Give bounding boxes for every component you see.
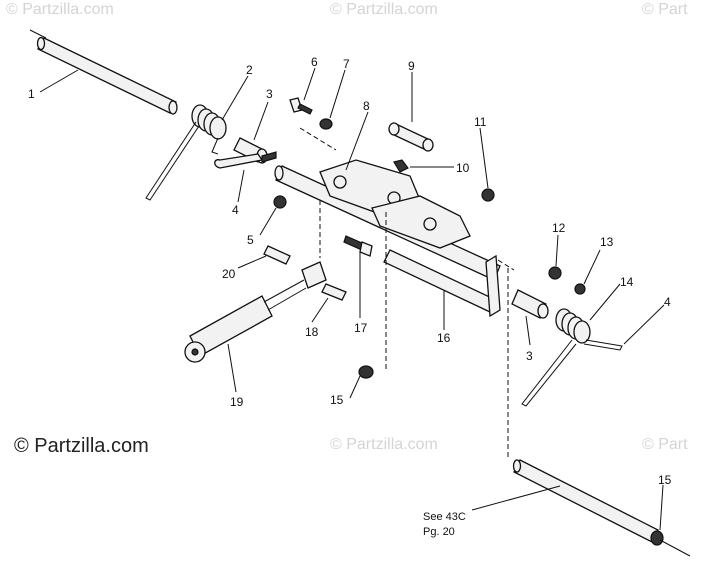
callout-19: 19 xyxy=(230,395,244,409)
callout-20: 20 xyxy=(222,267,236,281)
callout-labels: 1 2 3 4 5 6 7 8 9 10 11 12 13 14 4 3 15 … xyxy=(28,55,672,487)
callout-15: 15 xyxy=(330,393,344,407)
bolt-6 xyxy=(289,97,313,115)
nut-5 xyxy=(273,195,287,209)
washer-15 xyxy=(358,365,374,379)
spacer-18 xyxy=(321,283,347,301)
watermark-mid-center: © Partzilla.com xyxy=(330,436,438,453)
callout-1: 1 xyxy=(28,87,35,101)
callout-4: 4 xyxy=(232,203,239,217)
callout-15-lower: 15 xyxy=(658,473,672,487)
leader-lines xyxy=(39,67,665,531)
callout-3-right: 3 xyxy=(526,349,533,363)
sleeve-9 xyxy=(388,122,434,152)
callout-14: 14 xyxy=(620,275,634,289)
callout-11: 11 xyxy=(474,115,487,129)
callout-17: 17 xyxy=(354,321,368,335)
upper-shaft xyxy=(29,29,178,115)
left-torsion-spring xyxy=(145,104,227,201)
pin-20 xyxy=(263,245,291,265)
callout-18: 18 xyxy=(305,325,319,339)
left-bracket xyxy=(214,151,277,169)
reference-note-line1: See 43C xyxy=(423,511,466,523)
watermark-top-right: © Part xyxy=(642,1,688,18)
callout-8: 8 xyxy=(363,99,370,113)
callout-5: 5 xyxy=(247,233,254,247)
shock-absorber-19 xyxy=(184,261,327,363)
watermark-top-left: © Partzilla.com xyxy=(6,1,114,18)
right-torsion-spring xyxy=(521,308,623,407)
alignment-lines xyxy=(299,127,515,460)
nut-11 xyxy=(481,188,495,202)
callout-16: 16 xyxy=(437,331,451,345)
callout-6: 6 xyxy=(311,55,318,69)
callout-12: 12 xyxy=(552,221,566,235)
callout-7: 7 xyxy=(343,57,350,71)
brand-copyright: © Partzilla.com xyxy=(14,435,149,457)
callout-10: 10 xyxy=(456,161,470,175)
bolt-17 xyxy=(343,235,373,257)
callout-4-right: 4 xyxy=(664,295,671,309)
right-bushing xyxy=(511,289,549,319)
callout-2: 2 xyxy=(246,63,253,77)
pivot-bracket-right xyxy=(371,195,471,249)
nut-12 xyxy=(548,266,562,280)
washer-13 xyxy=(574,283,586,295)
reference-note-line2: Pg. 20 xyxy=(423,526,455,538)
watermark-top-center: © Partzilla.com xyxy=(330,1,438,18)
bolt-10 xyxy=(393,159,409,173)
callout-3: 3 xyxy=(266,87,273,101)
washer-7 xyxy=(319,118,333,130)
watermark-mid-right: © Part xyxy=(642,436,688,453)
right-link-arm xyxy=(485,254,501,318)
callout-9: 9 xyxy=(408,59,415,73)
lower-shaft xyxy=(512,459,691,557)
callout-13: 13 xyxy=(600,235,614,249)
